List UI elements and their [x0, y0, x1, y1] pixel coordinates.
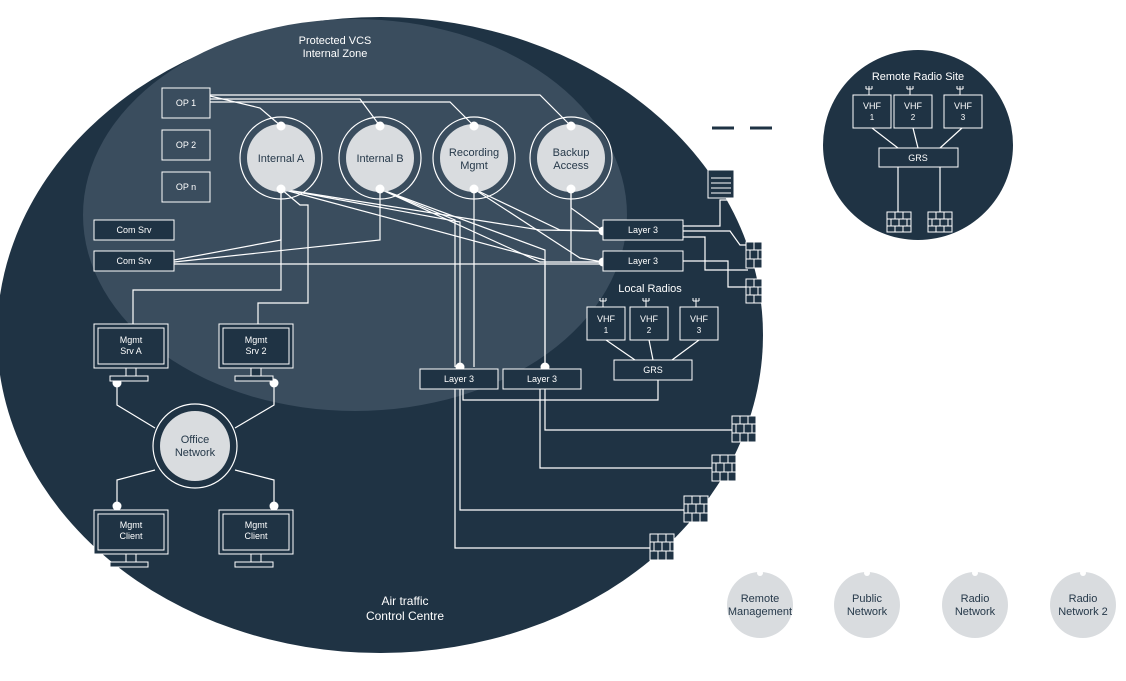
- com-srv-1-box: [93, 219, 175, 241]
- centre-label-line1: Air traffic: [381, 594, 428, 608]
- com-srv-1-label: Com Srv: [116, 225, 152, 235]
- remote-vhf-3-line1: VHF: [954, 101, 973, 111]
- recording-line2: Mgmt: [460, 160, 488, 172]
- ext-public-line2: Network: [847, 606, 888, 618]
- remote-vhf-3-line2: 3: [961, 113, 966, 122]
- remote-radio-boxes: [852, 94, 983, 168]
- ext-remote-line2: Management: [728, 606, 792, 618]
- local-vhf-3-line2: 3: [697, 326, 702, 335]
- recording-line1: Recording: [449, 147, 499, 159]
- ext-public-line1: Public: [852, 593, 882, 605]
- centre-label-line2: Control Centre: [366, 609, 444, 623]
- zone-title-line2: Internal Zone: [303, 48, 368, 60]
- operator-boxes: [161, 87, 211, 203]
- local-antenna-icons: [599, 298, 700, 307]
- mgmt-srv-2-line1: Mgmt: [245, 335, 268, 345]
- op-2-label: OP 2: [176, 140, 196, 150]
- remote-antenna-icons: [865, 86, 964, 95]
- local-vhf-2-line2: 2: [647, 326, 652, 335]
- monitor-icons: [93, 323, 294, 568]
- mgmt-srv-a-line1: Mgmt: [120, 335, 143, 345]
- mgmt-client-2-line1: Mgmt: [245, 520, 268, 530]
- local-grs-label: GRS: [643, 365, 663, 375]
- connection-lines: [116, 94, 963, 549]
- layer3-label-3: Layer 3: [444, 374, 474, 384]
- internal-b-label: Internal B: [356, 153, 403, 165]
- office-network-ring: [152, 403, 238, 489]
- server-circles: [239, 116, 613, 200]
- layer3-label-4: Layer 3: [527, 374, 557, 384]
- ext-radio2-line1: Radio: [1069, 593, 1098, 605]
- firewall-icons: [649, 211, 953, 561]
- layer3-label-1: Layer 3: [628, 225, 658, 235]
- ext-radio-line1: Radio: [961, 593, 990, 605]
- zone-title-line1: Protected VCS: [299, 35, 372, 47]
- com-srv-2-box: [93, 250, 175, 272]
- backup-line2: Access: [553, 160, 589, 172]
- protected-zone-area: [83, 19, 627, 411]
- office-network-line1: Office: [181, 434, 210, 446]
- backup-line1: Backup: [553, 147, 590, 159]
- ext-remote-line1: Remote: [741, 593, 780, 605]
- mgmt-srv-2-line2: Srv 2: [245, 346, 266, 356]
- remote-grs-label: GRS: [908, 153, 928, 163]
- remote-vhf-2-line2: 2: [911, 113, 916, 122]
- remote-vhf-1-line1: VHF: [863, 101, 882, 111]
- remote-vhf-2-line1: VHF: [904, 101, 923, 111]
- external-network-circles: [727, 570, 1116, 638]
- com-srv-2-label: Com Srv: [116, 256, 152, 266]
- local-radios-title: Local Radios: [618, 283, 682, 295]
- local-vhf-1-line2: 1: [604, 326, 609, 335]
- op-1-label: OP 1: [176, 98, 196, 108]
- layer3-label-2: Layer 3: [628, 256, 658, 266]
- mgmt-client-1-line2: Client: [119, 531, 143, 541]
- document-icon: [707, 169, 735, 199]
- layer3-boxes: [419, 219, 684, 390]
- office-network-line2: Network: [175, 447, 216, 459]
- local-vhf-2-line1: VHF: [640, 314, 659, 324]
- op-n-label: OP n: [176, 182, 196, 192]
- internal-a-label: Internal A: [258, 153, 305, 165]
- mgmt-srv-a-line2: Srv A: [120, 346, 142, 356]
- local-radio-boxes: [586, 306, 719, 381]
- mgmt-client-2-line2: Client: [244, 531, 268, 541]
- ext-radio-line2: Network: [955, 606, 996, 618]
- ext-radio2-line2: Network 2: [1058, 606, 1108, 618]
- local-vhf-3-line1: VHF: [690, 314, 709, 324]
- local-vhf-1-line1: VHF: [597, 314, 616, 324]
- remote-vhf-1-line2: 1: [870, 113, 875, 122]
- remote-site-title: Remote Radio Site: [872, 71, 964, 83]
- office-network-node: [160, 411, 230, 481]
- mgmt-client-1-line1: Mgmt: [120, 520, 143, 530]
